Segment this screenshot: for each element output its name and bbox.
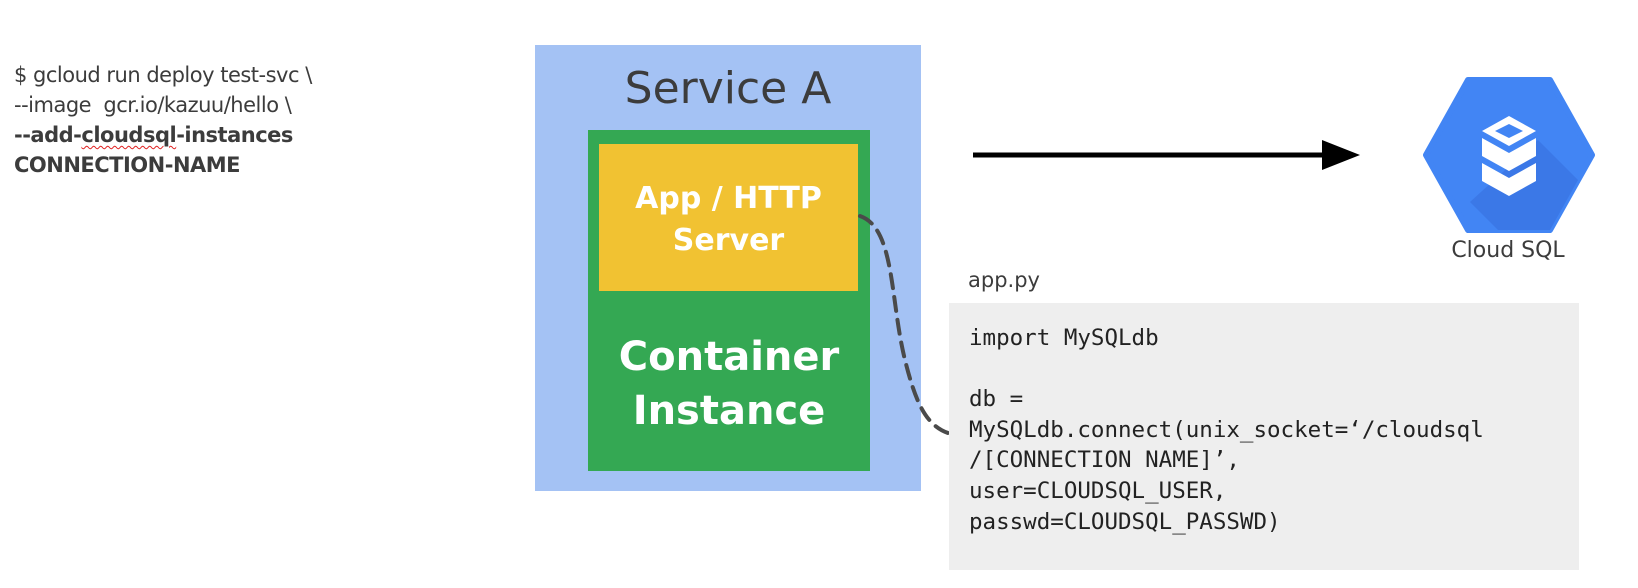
code-line: /[CONNECTION NAME]’, — [969, 447, 1240, 474]
command-line-3: --add-cloudsql-instances — [14, 120, 312, 150]
command-line-1: $ gcloud run deploy test-svc \ — [14, 63, 312, 87]
code-text: import MySQLdb db = MySQLdb.connect(unix… — [969, 323, 1484, 537]
service-title: Service A — [624, 63, 832, 114]
gcloud-command: $ gcloud run deploy test-svc \ --image g… — [14, 60, 312, 180]
command-line-4: CONNECTION-NAME — [14, 153, 241, 177]
app-label-line-1: App / HTTP — [635, 181, 822, 216]
command-flag-prefix: --add- — [14, 123, 82, 147]
command-line-2: --image gcr.io/kazuu/hello \ — [14, 93, 292, 117]
container-label-line-2: Instance — [632, 388, 826, 434]
service-box: Service A Container Instance App / HTTP … — [535, 45, 921, 491]
app-server-box: App / HTTP Server — [599, 144, 858, 291]
arrow-head — [1322, 140, 1360, 170]
code-line: MySQLdb.connect(unix_socket=‘/cloudsql — [969, 416, 1484, 443]
app-label-line-2: Server — [672, 223, 785, 258]
code-block: import MySQLdb db = MySQLdb.connect(unix… — [949, 303, 1579, 570]
code-line: db = — [969, 386, 1024, 413]
cloud-sql-label: Cloud SQL — [1451, 238, 1565, 263]
code-line: import MySQLdb — [969, 325, 1159, 351]
code-line: user=CLOUDSQL_USER, — [969, 477, 1227, 504]
code-filename: app.py — [968, 268, 1040, 292]
command-flag-suffix: -instances — [176, 123, 293, 147]
container-instance-label: Container Instance — [588, 330, 870, 438]
app-server-label: App / HTTP Server — [599, 178, 858, 262]
code-line — [969, 354, 1484, 385]
code-line: passwd=CLOUDSQL_PASSWD) — [969, 508, 1281, 535]
container-label-line-1: Container — [618, 334, 840, 380]
cloud-sql-icon — [1423, 77, 1595, 233]
command-flag-misspelled-word: cloudsql — [81, 123, 177, 147]
dashed-connector — [858, 214, 950, 435]
